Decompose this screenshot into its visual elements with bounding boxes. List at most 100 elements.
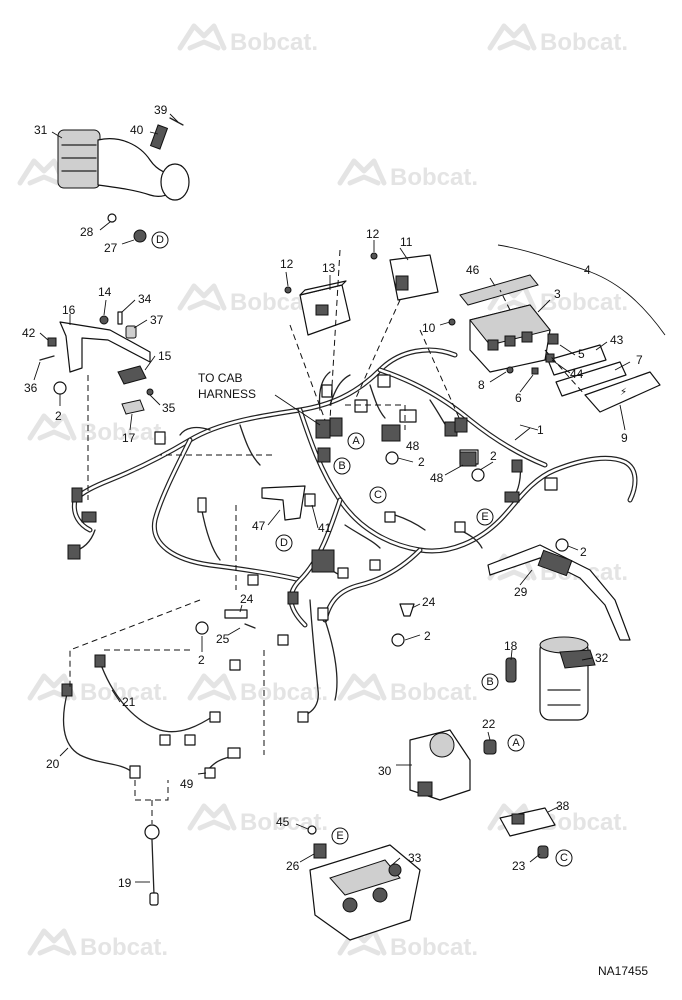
label-46 xyxy=(459,274,539,306)
callout-43: 43 xyxy=(610,333,624,347)
watermark-text: Bobcat. xyxy=(540,809,628,836)
bolt-25 xyxy=(244,623,256,629)
watermark-text: Bobcat. xyxy=(230,29,318,56)
sender-22 xyxy=(483,739,497,755)
callout-12: 12 xyxy=(280,257,294,271)
relay-5 xyxy=(547,333,559,345)
callout-29: 29 xyxy=(514,585,528,599)
callout-4: 4 xyxy=(584,263,591,277)
sensor-40 xyxy=(149,124,169,150)
bobcat-watermark: Bobcat. xyxy=(177,23,318,56)
sensor-23 xyxy=(537,845,549,859)
bobcat-watermark: Bobcat. xyxy=(187,673,328,706)
callout-32: 32 xyxy=(595,651,609,665)
watermark-text: Bobcat. xyxy=(390,934,478,961)
callout-25: 25 xyxy=(216,632,230,646)
callout-28: 28 xyxy=(80,225,94,239)
clip-45 xyxy=(307,825,317,835)
sender-18 xyxy=(505,657,517,683)
callout-9: 9 xyxy=(621,431,628,445)
bobcat-watermark: Bobcat. xyxy=(187,803,328,836)
screw-39 xyxy=(169,117,184,126)
fuse-block-3 xyxy=(469,304,551,373)
callout-26: 26 xyxy=(286,859,300,873)
svg-text:C: C xyxy=(374,489,382,501)
svg-text:B: B xyxy=(338,460,345,472)
callout-27: 27 xyxy=(104,241,118,255)
bobcat-watermark: Bobcat. xyxy=(487,283,628,316)
bobcat-watermark: Bobcat. xyxy=(337,673,478,706)
callout-36: 36 xyxy=(24,381,38,395)
callout-2: 2 xyxy=(580,545,587,559)
relay-48-right xyxy=(459,451,477,467)
bobcat-watermark: Bobcat. xyxy=(487,23,628,56)
callout-5: 5 xyxy=(578,347,585,361)
watermark-text: Bobcat. xyxy=(80,419,168,446)
callout-37: 37 xyxy=(150,313,164,327)
callout-15: 15 xyxy=(158,349,172,363)
assembly-4-bracket xyxy=(497,244,666,336)
svg-text:E: E xyxy=(481,511,488,523)
callout-47: 47 xyxy=(252,519,266,533)
svg-text:A: A xyxy=(352,435,360,447)
watermark-text: Bobcat. xyxy=(540,289,628,316)
callout-2: 2 xyxy=(424,629,431,643)
connector-26 xyxy=(313,843,327,859)
callout-39: 39 xyxy=(154,103,168,117)
grommet-37 xyxy=(125,325,137,339)
marker-c-sensor: C xyxy=(555,849,573,867)
callout-18: 18 xyxy=(504,639,518,653)
screw-12-right xyxy=(370,252,378,260)
note-line-2: HARNESS xyxy=(198,387,256,401)
bobcat-watermark: Bobcat. xyxy=(27,673,168,706)
svg-text:⚡: ⚡ xyxy=(620,387,627,398)
callout-8: 8 xyxy=(478,378,485,392)
sensor-27 xyxy=(133,229,147,243)
marker-e-valve: E xyxy=(331,827,349,845)
watermark-text: Bobcat. xyxy=(390,164,478,191)
bobcat-watermark: Bobcat. xyxy=(337,158,478,191)
drawing-number: NA17455 xyxy=(598,964,648,978)
watermark-text: Bobcat. xyxy=(540,29,628,56)
callout-14: 14 xyxy=(98,285,112,299)
callout-33: 33 xyxy=(408,851,422,865)
fuse-6 xyxy=(531,367,539,375)
callout-layer: 1 2 2 2 2 2 2 2 3 4 5 6 7 8 9 10 11 12 1… xyxy=(22,103,643,890)
screw-28 xyxy=(107,213,117,223)
callout-30: 30 xyxy=(378,764,392,778)
bracket-16 xyxy=(59,321,151,373)
watermark-text: Bobcat. xyxy=(240,679,328,706)
svg-text:C: C xyxy=(560,852,568,864)
callout-48: 48 xyxy=(430,471,444,485)
marker-e-harness: E xyxy=(476,508,494,526)
callout-2: 2 xyxy=(55,409,62,423)
screw-36 xyxy=(39,355,55,361)
harness-connectors xyxy=(67,374,558,723)
callout-11: 11 xyxy=(400,235,413,249)
solenoid-38 xyxy=(499,807,556,837)
watermark-text: Bobcat. xyxy=(80,679,168,706)
callout-23: 23 xyxy=(512,859,526,873)
callout-2: 2 xyxy=(490,449,497,463)
callout-45: 45 xyxy=(276,815,290,829)
sender-rail-29 xyxy=(487,544,631,641)
marker-layer: D A B C E D B A C E xyxy=(151,231,573,867)
watermark-text: Bobcat. xyxy=(80,934,168,961)
marker-c-harness: C xyxy=(369,486,387,504)
to-cab-harness-note: TO CAB HARNESS xyxy=(198,371,256,401)
marker-b-sender: B xyxy=(481,673,499,691)
note-line-1: TO CAB xyxy=(198,371,242,385)
callout-24: 24 xyxy=(422,595,436,609)
controller-13 xyxy=(299,280,351,336)
callout-40: 40 xyxy=(130,123,144,137)
nut-14 xyxy=(99,315,109,325)
clamp-24-left xyxy=(224,609,248,619)
clip-2-pair xyxy=(195,451,569,647)
fuse-cover-9: ⚡ xyxy=(584,371,661,413)
relay-48-left xyxy=(381,424,401,442)
harness-20 xyxy=(61,683,141,779)
callout-34: 34 xyxy=(138,292,152,306)
harness-21 xyxy=(94,654,221,746)
callout-22: 22 xyxy=(482,717,496,731)
marker-d-top: D xyxy=(151,231,169,249)
